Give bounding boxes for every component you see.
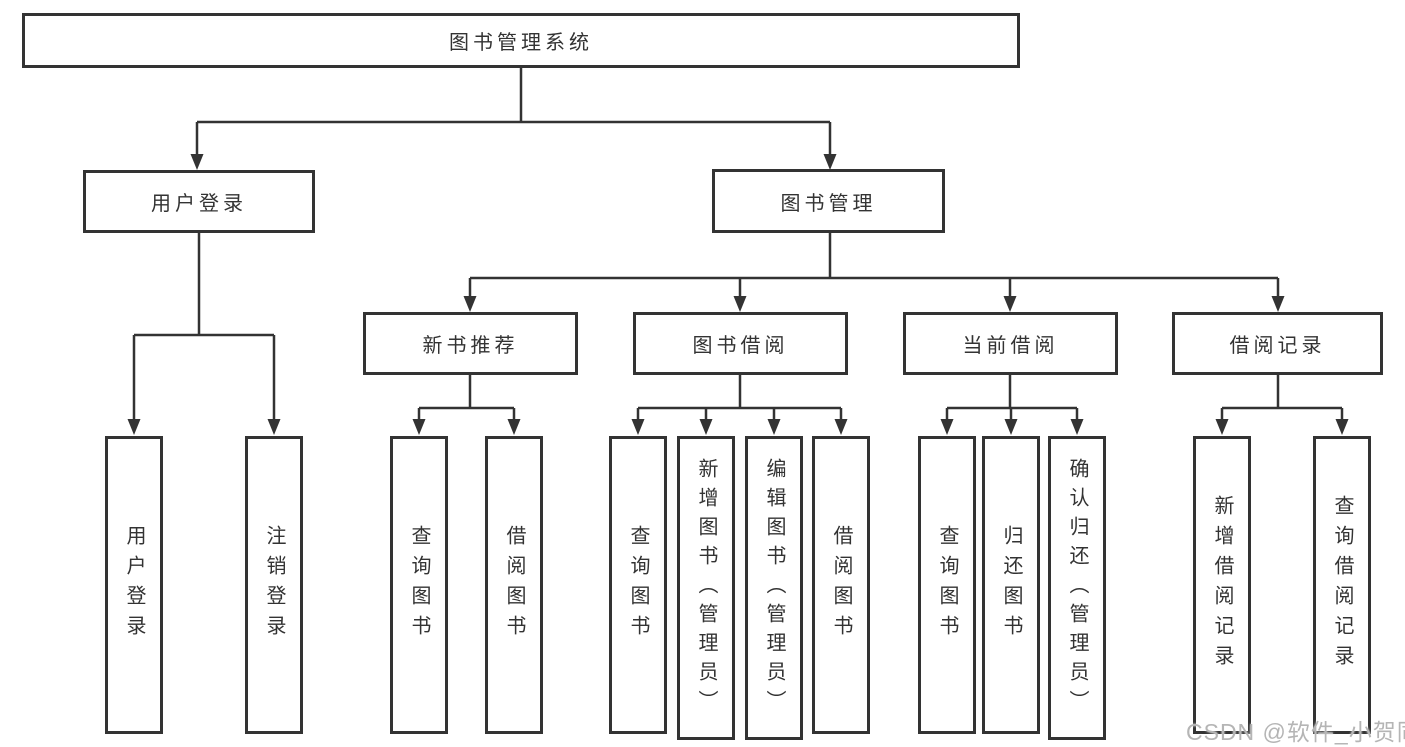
leaf-borrow-book: 借阅图书: [812, 436, 870, 734]
leaf-add-borrow-record: 新增借阅记录: [1193, 436, 1251, 734]
node-current-borrow-label: 当前借阅: [962, 335, 1059, 357]
arrowheads: [127, 154, 1349, 435]
leaf-query-book-current: 查询图书: [918, 436, 976, 734]
leaf-borrow-book-recommend-label: 借阅图书: [503, 525, 525, 645]
leaf-user-login: 用户登录: [105, 436, 163, 734]
leaf-edit-book-admin-label: 编辑图书（管理员）: [763, 457, 785, 719]
leaf-confirm-return-admin-label: 确认归还（管理员）: [1066, 457, 1088, 719]
leaf-add-borrow-record-label: 新增借阅记录: [1211, 495, 1233, 675]
node-new-book-recommend-label: 新书推荐: [422, 335, 519, 357]
node-root-label: 图书管理系统: [449, 32, 593, 54]
node-book-management-label: 图书管理: [780, 192, 877, 215]
leaf-query-borrow-record: 查询借阅记录: [1313, 436, 1371, 734]
node-current-borrow: 当前借阅: [903, 312, 1118, 375]
leaf-return-book: 归还图书: [982, 436, 1040, 734]
node-root-system: 图书管理系统: [22, 13, 1020, 68]
leaf-return-book-label: 归还图书: [1000, 525, 1022, 645]
node-borrow-record-label: 借阅记录: [1229, 335, 1326, 357]
leaf-add-book-admin-label: 新增图书（管理员）: [695, 457, 717, 719]
leaf-query-book-borrow-label: 查询图书: [627, 525, 649, 645]
leaf-borrow-book-label: 借阅图书: [830, 525, 852, 645]
leaf-query-book-current-label: 查询图书: [936, 525, 958, 645]
leaf-query-book-recommend: 查询图书: [390, 436, 448, 734]
leaf-borrow-book-recommend: 借阅图书: [485, 436, 543, 734]
node-user-login: 用户登录: [83, 170, 315, 233]
leaf-query-borrow-record-label: 查询借阅记录: [1331, 495, 1353, 675]
node-new-book-recommend: 新书推荐: [363, 312, 578, 375]
leaf-add-book-admin: 新增图书（管理员）: [677, 436, 735, 740]
leaf-query-book-borrow: 查询图书: [609, 436, 667, 734]
node-book-borrow-label: 图书借阅: [692, 335, 789, 357]
csdn-watermark: CSDN @软件_小贺同学: [1186, 719, 1405, 745]
node-borrow-record: 借阅记录: [1172, 312, 1383, 375]
leaf-edit-book-admin: 编辑图书（管理员）: [745, 436, 803, 740]
node-book-borrow: 图书借阅: [633, 312, 848, 375]
node-user-login-label: 用户登录: [151, 193, 247, 215]
leaf-logout: 注销登录: [245, 436, 303, 734]
leaf-confirm-return-admin: 确认归还（管理员）: [1048, 436, 1106, 740]
node-book-management: 图书管理: [712, 169, 945, 233]
leaf-query-book-recommend-label: 查询图书: [408, 525, 430, 645]
leaf-user-login-label: 用户登录: [123, 525, 145, 645]
leaf-logout-label: 注销登录: [263, 525, 285, 645]
